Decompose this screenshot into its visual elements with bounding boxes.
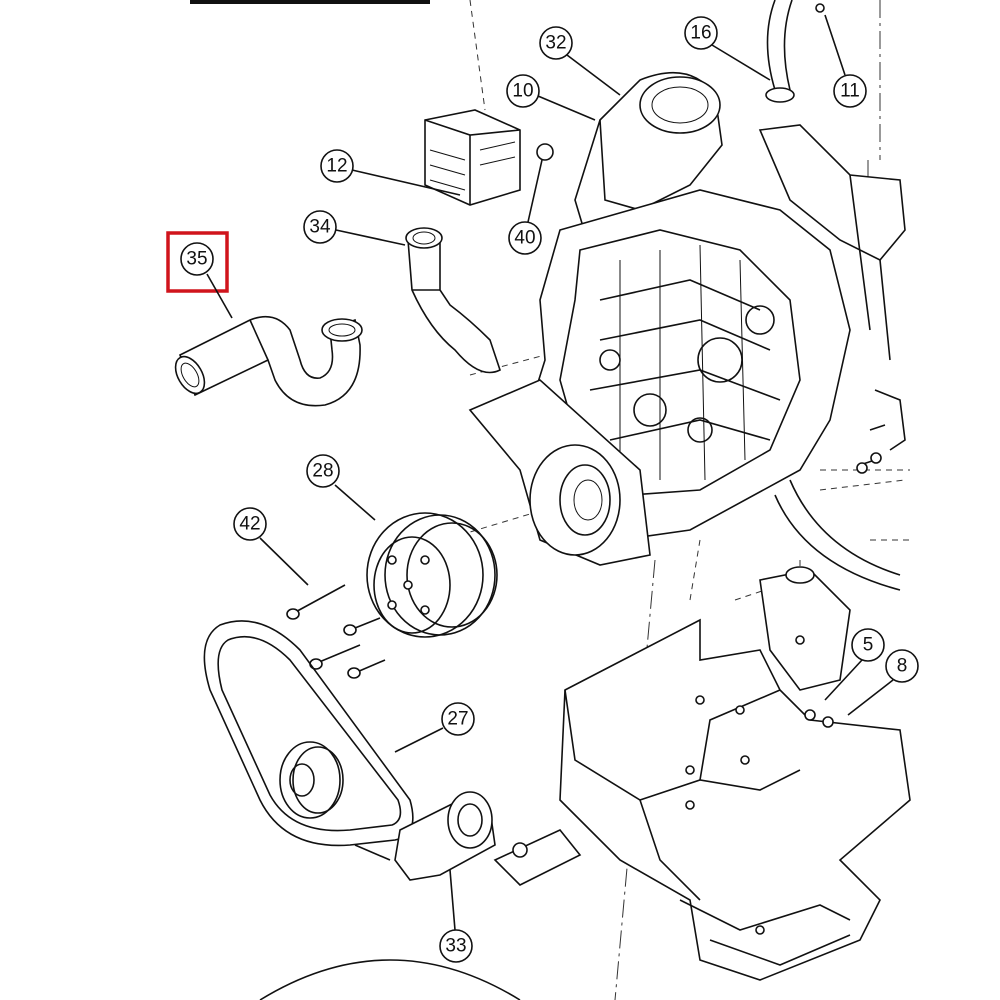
callout-label-8: 8 [897, 656, 908, 677]
callout-10[interactable]: 10 [506, 74, 596, 121]
callout-33[interactable]: 33 [439, 869, 473, 963]
callout-label-12: 12 [326, 156, 347, 177]
pulley-33 [279, 741, 496, 881]
callout-28[interactable]: 28 [306, 454, 376, 521]
callout-32[interactable]: 32 [539, 26, 621, 96]
callout-label-40: 40 [514, 228, 535, 249]
callout-label-11: 11 [840, 81, 860, 102]
callout-40[interactable]: 40 [508, 159, 543, 255]
callout-42[interactable]: 42 [233, 507, 309, 586]
cropped-header-text [190, 0, 430, 4]
callout-34[interactable]: 34 [303, 210, 406, 246]
belt-27 [203, 620, 414, 847]
callout-11[interactable]: 11 [824, 14, 867, 108]
pulley-28 [366, 512, 498, 638]
callout-label-34: 34 [309, 217, 331, 238]
callout-label-33: 33 [445, 936, 466, 957]
callout-label-27: 27 [447, 709, 468, 730]
callout-5[interactable]: 5 [824, 628, 885, 701]
callout-label-32: 32 [545, 33, 566, 54]
engine-assembly [424, 0, 906, 591]
callout-label-16: 16 [690, 23, 711, 44]
callout-label-42: 42 [239, 514, 260, 535]
callout-label-10: 10 [512, 81, 533, 102]
callout-16[interactable]: 16 [684, 16, 771, 81]
hose-34 [405, 227, 501, 374]
hose-35 [174, 315, 363, 407]
callout-12[interactable]: 12 [320, 149, 461, 196]
callout-label-5: 5 [863, 635, 874, 656]
callout-label-35: 35 [186, 249, 207, 270]
callout-27[interactable]: 27 [394, 702, 475, 753]
callout-label-28: 28 [312, 461, 333, 482]
callout-35[interactable]: 35 [166, 231, 233, 319]
engine-frame [259, 566, 911, 1000]
bolts-42 [286, 584, 386, 679]
callout-8[interactable]: 8 [847, 649, 919, 716]
highlight-box [166, 231, 229, 293]
callouts: 32 16 11 10 12 40 [166, 14, 919, 963]
